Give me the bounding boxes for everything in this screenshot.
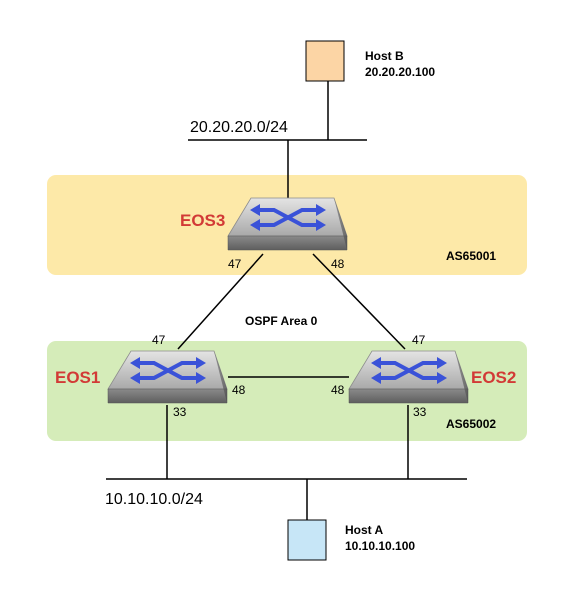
- eos1-port-48: 48: [232, 383, 246, 397]
- host-a-name: Host A: [345, 523, 384, 537]
- host-a-box: [287, 519, 327, 561]
- eos1-label: EOS1: [55, 368, 100, 387]
- host-a-ip: 10.10.10.100: [345, 539, 415, 553]
- host-b-name: Host B: [365, 49, 404, 63]
- eos2-port-48: 48: [331, 383, 345, 397]
- eos3-port-48: 48: [331, 257, 345, 271]
- network-links: [106, 81, 467, 520]
- eos3-switch-icon: [226, 196, 349, 252]
- network-top-label: 20.20.20.0/24: [190, 119, 288, 136]
- eos1-port-47: 47: [152, 333, 166, 347]
- eos3-label: EOS3: [180, 211, 225, 230]
- eos1-port-33: 33: [173, 405, 187, 419]
- link-eos3-eos1: [177, 253, 264, 350]
- host-b-ip: 20.20.20.100: [365, 65, 435, 79]
- eos1-switch-icon: [106, 349, 229, 405]
- eos2-label: EOS2: [471, 368, 516, 387]
- host-b-box: [305, 40, 345, 82]
- eos2-port-47: 47: [412, 333, 426, 347]
- as65002-label: AS65002: [446, 417, 496, 431]
- ospf-area-label: OSPF Area 0: [245, 314, 318, 328]
- eos2-switch-icon: [347, 349, 470, 405]
- network-bottom-label: 10.10.10.0/24: [105, 491, 203, 508]
- as65001-label: AS65001: [446, 249, 496, 263]
- link-eos3-eos2: [312, 253, 406, 350]
- eos3-port-47: 47: [228, 257, 242, 271]
- eos2-port-33: 33: [413, 405, 427, 419]
